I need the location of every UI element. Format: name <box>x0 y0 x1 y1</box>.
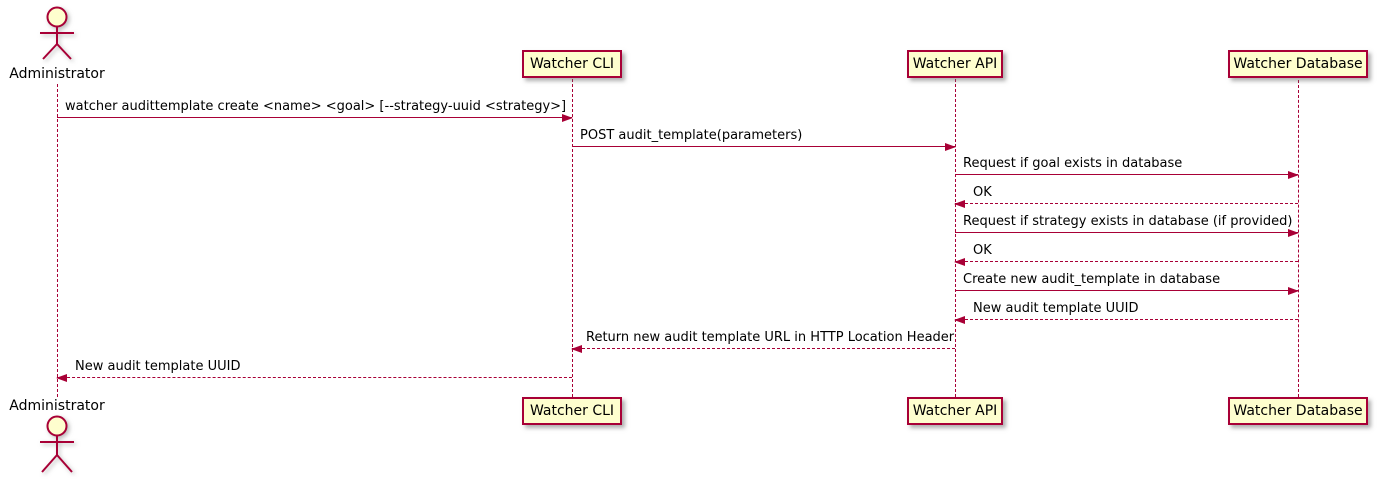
administrator-label-bottom: Administrator <box>9 398 105 414</box>
administrator-actor-icon <box>40 6 74 60</box>
participant-box-watcher-cli-top: Watcher CLI <box>522 50 622 78</box>
arrowhead-icon <box>571 345 582 353</box>
message-label: POST audit_template(parameters) <box>580 128 803 143</box>
lifeline-watcher-api <box>955 79 956 397</box>
participant-box-watcher-api-top: Watcher API <box>907 50 1003 78</box>
message-label: OK <box>973 243 992 258</box>
message-label: Return new audit template URL in HTTP Lo… <box>586 330 955 345</box>
administrator-actor-icon <box>40 415 74 473</box>
message-line <box>955 229 1299 237</box>
participant-box-watcher-cli-bottom: Watcher CLI <box>522 397 622 425</box>
arrowhead-icon <box>562 114 573 122</box>
participant-box-watcher-database-bottom: Watcher Database <box>1228 397 1368 425</box>
arrowhead-icon <box>954 316 965 324</box>
arrowhead-icon <box>1288 229 1299 237</box>
message-5: Request if strategy exists in database (… <box>955 214 1299 237</box>
message-label: Request if goal exists in database <box>963 156 1183 171</box>
arrowhead-icon <box>1288 171 1299 179</box>
message-line <box>57 114 573 122</box>
message-4: OK <box>954 185 1298 208</box>
message-6: OK <box>954 243 1298 266</box>
message-label: watcher audittemplate create <name> <goa… <box>65 99 567 114</box>
message-line <box>954 258 1298 266</box>
lifeline-watcher-cli <box>572 79 573 397</box>
message-7: Create new audit_template in database <box>955 272 1299 295</box>
message-line <box>572 143 956 151</box>
message-9: Return new audit template URL in HTTP Lo… <box>571 330 955 353</box>
lifeline-administrator <box>57 84 58 397</box>
arrowhead-icon <box>954 200 965 208</box>
message-label: Request if strategy exists in database (… <box>963 214 1293 229</box>
message-8: New audit template UUID <box>954 301 1298 324</box>
message-label: New audit template UUID <box>973 301 1139 316</box>
message-2: POST audit_template(parameters) <box>572 128 956 151</box>
arrowhead-icon <box>56 374 67 382</box>
message-label: New audit template UUID <box>75 359 241 374</box>
arrowhead-icon <box>1288 287 1299 295</box>
administrator-label-top: Administrator <box>9 66 105 82</box>
participant-box-watcher-api-bottom: Watcher API <box>907 397 1003 425</box>
arrowhead-icon <box>954 258 965 266</box>
message-line <box>954 316 1298 324</box>
message-line <box>56 374 572 382</box>
lifeline-watcher-database <box>1298 80 1299 397</box>
message-3: Request if goal exists in database <box>955 156 1299 179</box>
participant-box-watcher-database-top: Watcher Database <box>1228 50 1368 78</box>
message-line <box>955 287 1299 295</box>
message-line <box>954 200 1298 208</box>
message-label: OK <box>973 185 992 200</box>
message-1: watcher audittemplate create <name> <goa… <box>57 99 573 122</box>
message-10: New audit template UUID <box>56 359 572 382</box>
arrowhead-icon <box>945 143 956 151</box>
message-line <box>955 171 1299 179</box>
message-label: Create new audit_template in database <box>963 272 1221 287</box>
message-line <box>571 345 955 353</box>
